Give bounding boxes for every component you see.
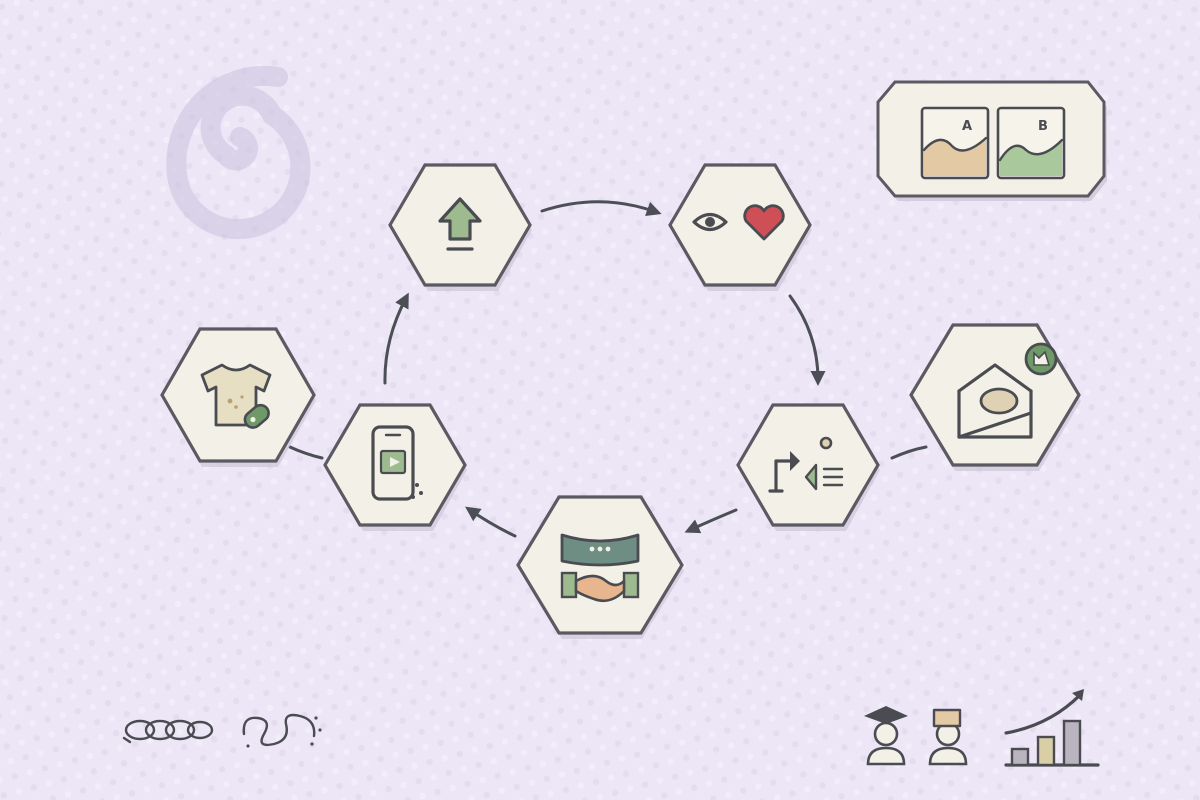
graduate-user-icon — [864, 706, 908, 766]
chain-links-icon — [122, 719, 214, 744]
arrow-view-to-feedback — [788, 294, 826, 386]
phone-video-icon — [371, 425, 423, 501]
node-feedback[interactable] — [736, 403, 880, 531]
node-mobile-video[interactable] — [323, 403, 467, 531]
node-product[interactable] — [160, 327, 316, 467]
arrow-agreement-to-mobile — [465, 506, 517, 538]
variant-a-label: A — [962, 119, 972, 134]
node-view-like[interactable] — [668, 163, 812, 291]
graduate-users-icon — [864, 706, 968, 766]
envelope-badge-icon — [957, 342, 1058, 439]
feedback-list-icon — [768, 436, 844, 493]
growth-chart-icon — [1004, 689, 1100, 767]
connector-product-mobile — [288, 445, 324, 460]
arrow-feedback-to-agreement — [684, 508, 738, 534]
cycle-arrows — [288, 200, 928, 538]
hat-user-icon — [928, 708, 968, 766]
tangled-line-icon — [242, 713, 322, 748]
tshirt-tag-icon — [200, 363, 272, 429]
variant-b-label: B — [1038, 119, 1048, 134]
arrow-upload-to-view — [540, 200, 662, 217]
handshake-icon — [560, 533, 640, 603]
node-agreement[interactable] — [516, 495, 684, 639]
heart-icon — [743, 204, 785, 241]
ab-comparison-panel: A B — [876, 80, 1107, 201]
variant-b-thumbnail: B — [996, 106, 1066, 180]
variant-a-thumbnail: A — [920, 106, 990, 180]
upload-arrow-icon — [438, 197, 482, 251]
node-email[interactable] — [909, 323, 1081, 471]
connector-email-feedback — [890, 445, 928, 460]
arrow-mobile-to-upload — [383, 292, 409, 385]
node-upload[interactable] — [388, 163, 532, 291]
eye-icon — [692, 212, 728, 232]
swirl-watermark-icon — [166, 65, 311, 240]
